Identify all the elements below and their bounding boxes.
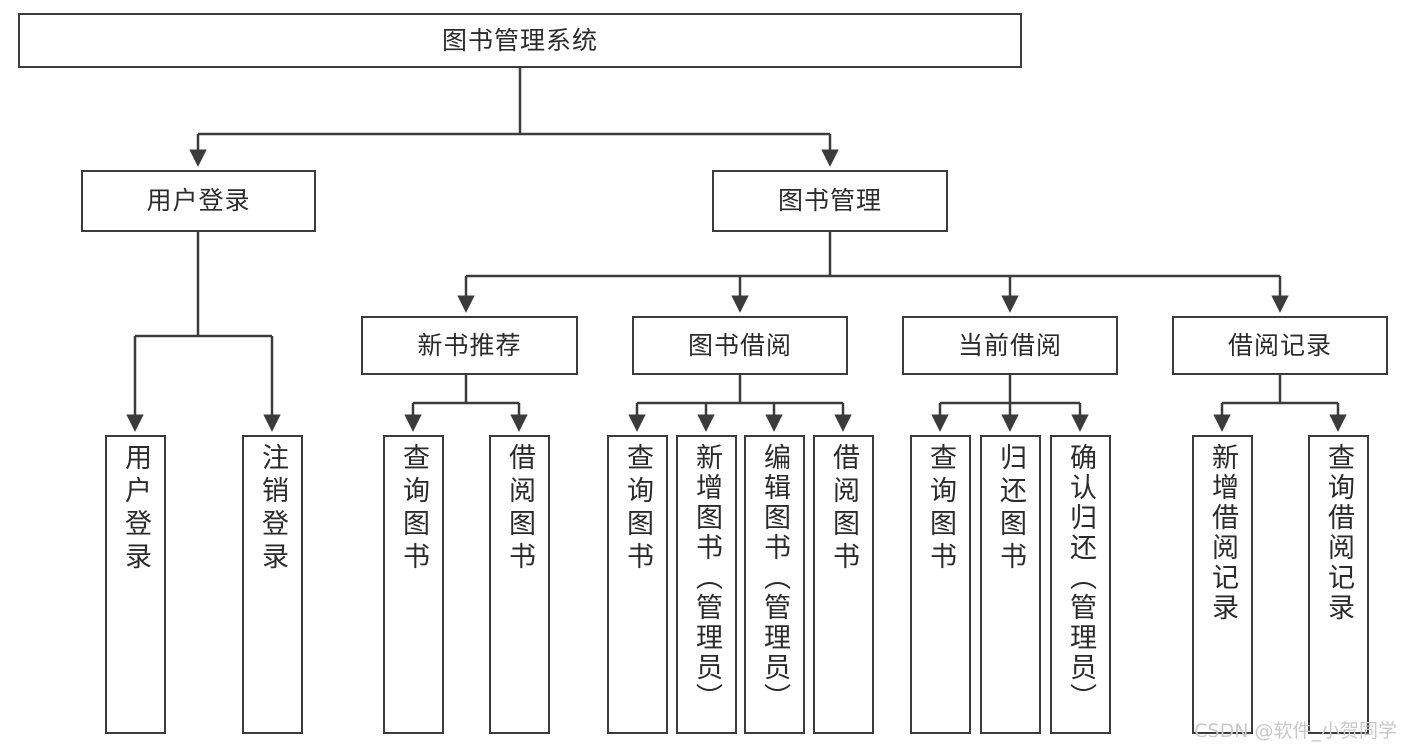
leaf-borrow-query-book[interactable]: 查询图书 [607,435,668,734]
node-label: 查询借阅记录 [1323,443,1354,623]
leaf-current-confirm-return-admin[interactable]: 确认归还（管理员） [1050,435,1111,734]
node-label: 图书借阅 [687,330,792,360]
node-label: 借阅图书 [828,443,859,575]
node-label: 归还图书 [995,443,1026,575]
leaf-current-return-book[interactable]: 归还图书 [980,435,1041,734]
leaf-record-add-borrow-record[interactable]: 新增借阅记录 [1192,435,1253,734]
node-borrow-record[interactable]: 借阅记录 [1172,316,1388,375]
leaf-recommend-borrow-book[interactable]: 借阅图书 [489,435,550,734]
node-label: 编辑图书（管理员） [759,443,790,713]
leaf-borrow-edit-book-admin[interactable]: 编辑图书（管理员） [744,435,805,734]
leaf-user-login[interactable]: 用户登录 [105,435,166,734]
node-label: 借阅记录 [1227,330,1332,360]
node-label: 查询图书 [398,443,429,575]
node-label: 图书管理系统 [441,25,598,55]
node-book-management[interactable]: 图书管理 [712,170,948,232]
node-label: 图书管理 [777,186,882,216]
node-label: 确认归还（管理员） [1065,443,1096,713]
node-label: 注销登录 [257,443,288,575]
node-user-login[interactable]: 用户登录 [81,170,316,232]
leaf-recommend-query-book[interactable]: 查询图书 [383,435,444,734]
leaf-record-query-borrow-record[interactable]: 查询借阅记录 [1308,435,1369,734]
node-label: 当前借阅 [957,330,1062,360]
leaf-borrow-add-book-admin[interactable]: 新增图书（管理员） [676,435,737,734]
node-current-borrow[interactable]: 当前借阅 [902,316,1118,375]
node-label: 借阅图书 [504,443,535,575]
node-new-book-recommend[interactable]: 新书推荐 [361,316,578,375]
csdn-watermark: CSDN @软件_小贺同学 [1194,720,1397,742]
node-label: 新书推荐 [417,330,522,360]
node-label: 查询图书 [925,443,956,575]
leaf-current-query-book[interactable]: 查询图书 [910,435,971,734]
node-label: 新增借阅记录 [1207,443,1238,623]
node-book-borrow[interactable]: 图书借阅 [632,316,848,375]
node-label: 查询图书 [622,443,653,575]
node-root-system[interactable]: 图书管理系统 [18,13,1022,68]
node-label: 用户登录 [146,186,251,216]
node-label: 新增图书（管理员） [691,443,722,713]
leaf-borrow-borrow-book[interactable]: 借阅图书 [813,435,874,734]
leaf-user-logout[interactable]: 注销登录 [242,435,303,734]
node-label: 用户登录 [120,443,151,575]
